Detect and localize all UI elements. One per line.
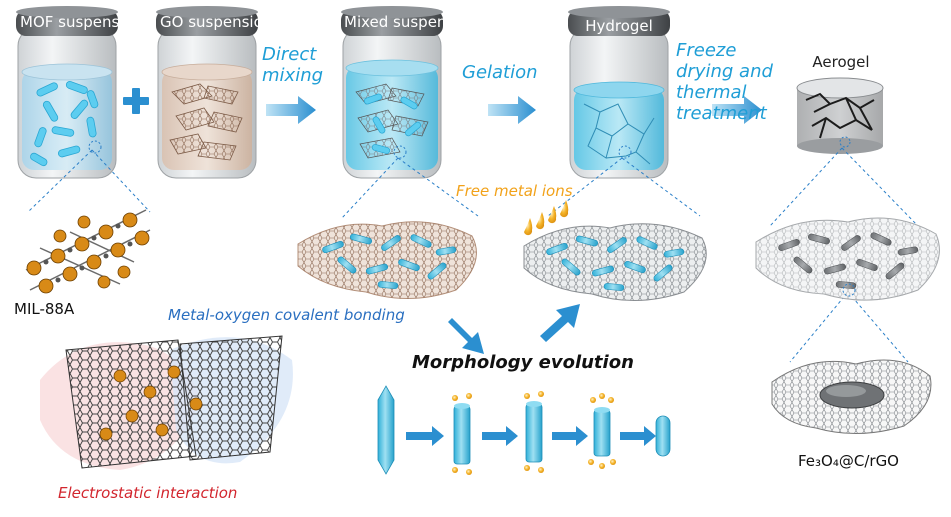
mil88a-structure xyxy=(25,209,151,294)
mil88a-label: MIL-88A xyxy=(14,300,75,318)
aerogel-label: Aerogel xyxy=(812,53,870,71)
step-direct-mixing: Direct mixing xyxy=(262,44,324,86)
hydrogel-sheet xyxy=(523,223,707,301)
electrostatic-label: Electrostatic interaction xyxy=(58,484,238,502)
metal-ion-droplets xyxy=(524,200,569,236)
aerogel-cylinder xyxy=(796,77,884,154)
mof-jar-label: MOF suspension xyxy=(20,13,143,31)
mof-jar xyxy=(16,6,118,179)
go-jar xyxy=(156,6,258,179)
go-jar-label: GO suspension xyxy=(160,13,273,31)
bonding-illustration xyxy=(40,335,293,470)
go-sheets xyxy=(169,83,243,161)
plus-icon xyxy=(123,88,149,114)
mixed-jar-label: Mixed suspension xyxy=(344,13,478,31)
morphology-sequence xyxy=(377,385,671,475)
morphology-evolution-title: Morphology evolution xyxy=(412,352,634,373)
go-mof-sheet xyxy=(297,221,477,299)
aerogel-sheet xyxy=(755,217,940,301)
mof-rods xyxy=(30,81,99,167)
mixed-jar xyxy=(341,6,443,179)
hydrogel-network xyxy=(583,103,655,165)
free-metal-ions-label: Free metal ions xyxy=(456,182,573,200)
hydrogel-jar xyxy=(568,6,670,179)
arrow-gelation xyxy=(488,96,536,124)
arrow-from-morphology xyxy=(540,304,580,342)
zoom-lines xyxy=(27,147,919,363)
hydrogel-jar-label: Hydrogel xyxy=(585,17,653,35)
arrow-freeze-drying xyxy=(712,96,762,124)
fe3o4-c-rgo-detail xyxy=(771,359,932,434)
product-label: Fe₃O₄@C/rGO xyxy=(798,452,899,470)
step-gelation: Gelation xyxy=(462,62,538,83)
step-freeze-drying: Freeze drying and thermal treatment xyxy=(676,40,773,124)
metal-oxygen-bonding-label: Metal-oxygen covalent bonding xyxy=(168,306,405,324)
arrow-direct-mixing xyxy=(266,96,316,124)
mixed-contents xyxy=(355,83,429,159)
arrow-to-morphology xyxy=(448,318,484,354)
